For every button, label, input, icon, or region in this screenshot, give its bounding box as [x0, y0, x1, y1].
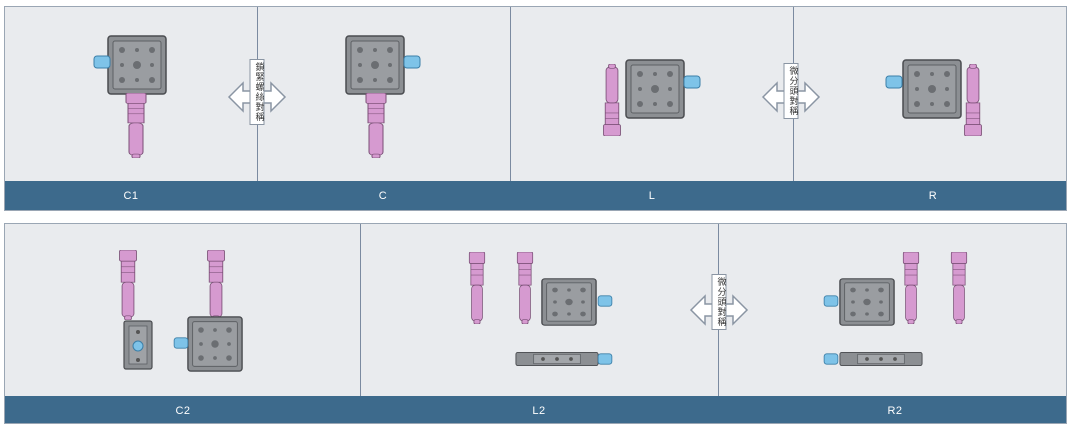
- top-panel: 鎖緊螺絲對稱 微分頭對稱 C1 C L R: [4, 6, 1067, 211]
- symmetry-arrow: 微分頭對稱: [761, 63, 821, 127]
- caption-r: R: [928, 190, 938, 202]
- micrometer-icon: [601, 59, 623, 136]
- divider: [360, 224, 361, 398]
- arrow-label: 微分頭對稱: [783, 63, 799, 119]
- micrometer-icon: [515, 252, 535, 329]
- knob-icon: [173, 336, 189, 354]
- symmetry-arrow: 鎖緊螺絲對稱: [227, 59, 287, 127]
- caption-bar: C2 L2 R2: [5, 396, 1066, 423]
- knob-icon: [597, 352, 613, 370]
- knob-icon: [823, 294, 839, 312]
- micrometer-icon: [117, 250, 139, 325]
- xy-stage-icon: [625, 59, 685, 124]
- knob-icon: [683, 75, 701, 94]
- xy-stage-icon: [187, 316, 243, 377]
- arrow-label: 鎖緊螺絲對稱: [249, 59, 265, 125]
- arrow-label: 微分頭對稱: [711, 274, 727, 330]
- knob-icon: [93, 55, 111, 74]
- micrometer-icon: [901, 252, 921, 329]
- micrometer-icon: [205, 250, 227, 325]
- xy-stage-icon: [902, 59, 962, 124]
- flat-stage-icon: [839, 348, 923, 375]
- knob-icon: [403, 55, 421, 74]
- micrometer-icon: [962, 59, 984, 136]
- micrometer-icon: [123, 93, 149, 163]
- caption-c1: C1: [123, 190, 139, 202]
- flat-stage-icon: [515, 348, 599, 375]
- caption-c2: C2: [175, 405, 191, 417]
- caption-c: C: [378, 190, 388, 202]
- micrometer-icon: [363, 93, 389, 163]
- xy-stage-icon: [839, 278, 895, 331]
- xy-stage-icon: [107, 35, 167, 100]
- micrometer-icon: [949, 252, 969, 329]
- caption-r2: R2: [887, 405, 903, 417]
- xy-stage-icon: [345, 35, 405, 100]
- divider: [510, 7, 511, 183]
- knob-icon: [823, 352, 839, 370]
- bottom-panel: 微分頭對稱 C2 L2 R2: [4, 223, 1067, 424]
- knob-icon: [885, 75, 903, 94]
- symmetry-arrow: 微分頭對稱: [689, 274, 749, 340]
- xy-stage-icon: [541, 278, 597, 331]
- lock-screw-icon: [123, 320, 153, 375]
- caption-l: L: [648, 190, 656, 202]
- knob-icon: [597, 294, 613, 312]
- caption-l2: L2: [532, 405, 546, 417]
- caption-bar: C1 C L R: [5, 181, 1066, 210]
- micrometer-icon: [467, 252, 487, 329]
